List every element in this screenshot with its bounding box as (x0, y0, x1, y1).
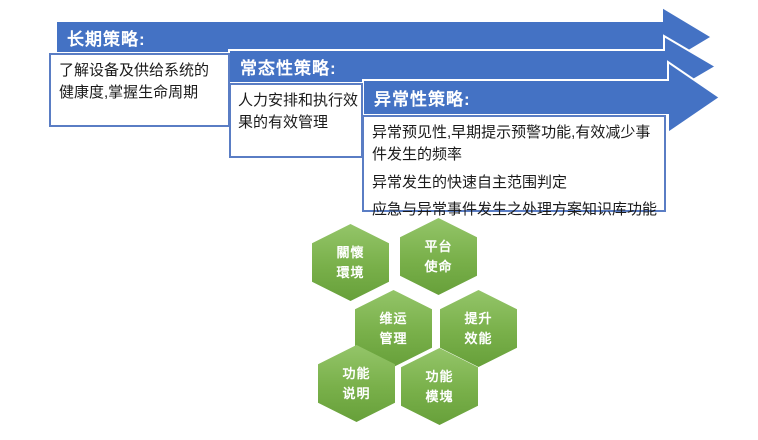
hexagon-efficiency-improvement-label: 提升 效能 (464, 311, 493, 346)
abnormal-textbox-line-1: 异常预见性,早期提示预警功能,有效减少事件发生的频率 (372, 124, 651, 163)
hexagon-platform-mission-label: 平台 使命 (424, 239, 453, 274)
long-term-banner-title: 长期策略: (67, 29, 146, 49)
abnormal-textbox: 异常预见性,早期提示预警功能,有效减少事件发生的频率 异常发生的快速自主范围判定… (362, 115, 666, 218)
hexagon-function-module: 功能 模塊 (401, 348, 478, 425)
hexagon-efficiency-improvement: 提升 效能 (440, 290, 517, 367)
abnormal-banner-title: 异常性策略: (374, 90, 471, 109)
hexagon-function-description-label: 功能 说明 (342, 366, 371, 401)
hexagon-function-module-label: 功能 模塊 (425, 369, 454, 404)
long-term-textbox-text: 了解设备及供给系统的健康度,掌握生命周期 (59, 62, 210, 101)
hexagon-platform-mission: 平台 使命 (400, 218, 477, 295)
normal-textbox-text: 人力安排和执行效果的有效管理 (238, 92, 359, 131)
normal-banner-title: 常态性策略: (240, 59, 337, 78)
long-term-textbox: 了解设备及供给系统的健康度,掌握生命周期 (49, 53, 230, 127)
hexagon-function-description: 功能 说明 (318, 345, 395, 422)
hexagon-operations-management-label: 维运 管理 (379, 311, 408, 346)
hexagon-care-environment-label: 關懷 環境 (336, 245, 365, 280)
abnormal-textbox-line-3: 应急与异常事件发生之处理方案知识库功能 (372, 201, 658, 219)
normal-textbox: 人力安排和执行效果的有效管理 (229, 83, 363, 158)
abnormal-textbox-line-2: 异常发生的快速自主范围判定 (372, 173, 568, 191)
hexagon-care-environment: 關懷 環境 (312, 224, 389, 301)
